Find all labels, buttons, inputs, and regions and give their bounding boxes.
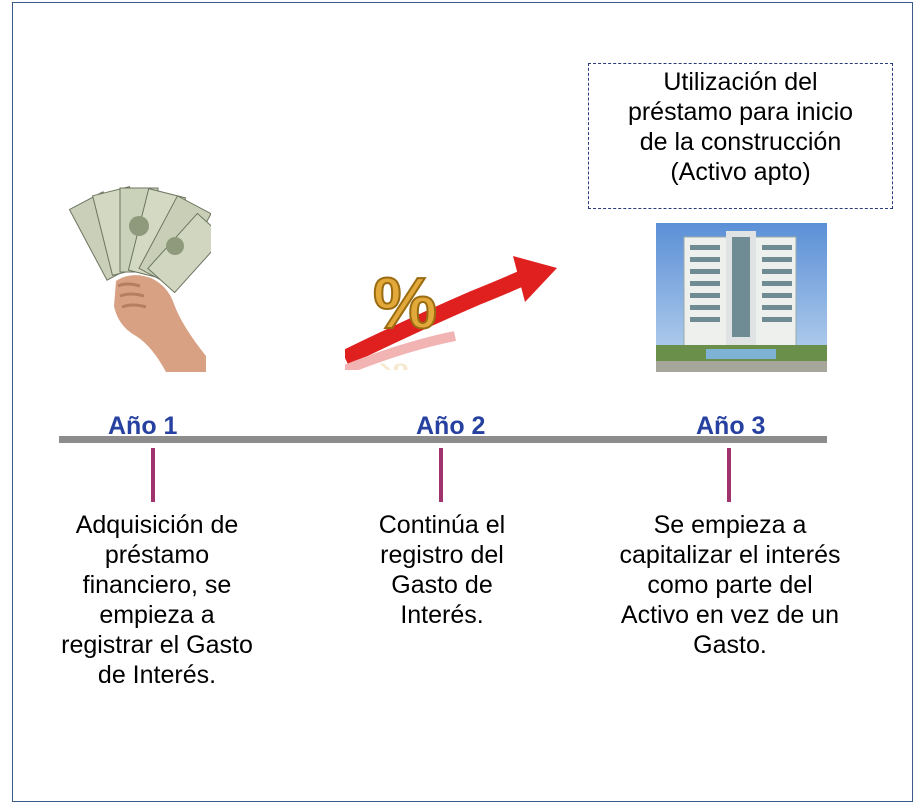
timeline-tick-1 <box>151 448 155 502</box>
year-label-3: Año 3 <box>696 412 766 440</box>
svg-text:%: % <box>373 264 437 344</box>
building-icon <box>656 223 827 372</box>
description-line: Interés. <box>400 601 484 629</box>
timeline-bar <box>59 436 827 443</box>
year-label-2: Año 2 <box>416 412 486 440</box>
description-line: como parte del <box>647 571 813 599</box>
description-year-3: Se empieza a capitalizar el interés como… <box>590 510 870 660</box>
description-year-2: Continúa el registro del Gasto de Interé… <box>372 510 512 630</box>
note-line: de la construcción <box>639 128 842 156</box>
description-line: financiero, se <box>82 571 232 599</box>
description-line: registrar el Gasto <box>61 631 253 659</box>
svg-text:%: % <box>373 359 409 370</box>
description-line: Gasto de <box>391 571 493 599</box>
description-line: Gasto. <box>693 631 767 659</box>
timeline-tick-2 <box>439 448 443 502</box>
description-line: Continúa el <box>378 511 506 539</box>
description-line: préstamo <box>104 541 210 569</box>
description-line: Adquisición de <box>75 511 239 539</box>
timeline-tick-3 <box>727 448 731 502</box>
year-label-1: Año 1 <box>108 412 178 440</box>
percent-arrow-icon: % % <box>345 256 557 370</box>
description-year-1: Adquisición de préstamo financiero, se e… <box>57 510 257 690</box>
description-line: Se empieza a <box>653 511 807 539</box>
note-line: Utilización del <box>663 68 818 96</box>
note-line: (Activo apto) <box>670 158 811 186</box>
note-box: Utilización del préstamo para inicio de … <box>588 63 893 209</box>
description-line: de Interés. <box>97 661 217 689</box>
money-hand-icon <box>68 186 211 372</box>
note-line: préstamo para inicio <box>627 98 854 126</box>
description-line: capitalizar el interés <box>619 541 841 569</box>
description-line: registro del <box>380 541 504 569</box>
description-line: Activo en vez de un <box>620 601 840 629</box>
description-line: empieza a <box>99 601 215 629</box>
